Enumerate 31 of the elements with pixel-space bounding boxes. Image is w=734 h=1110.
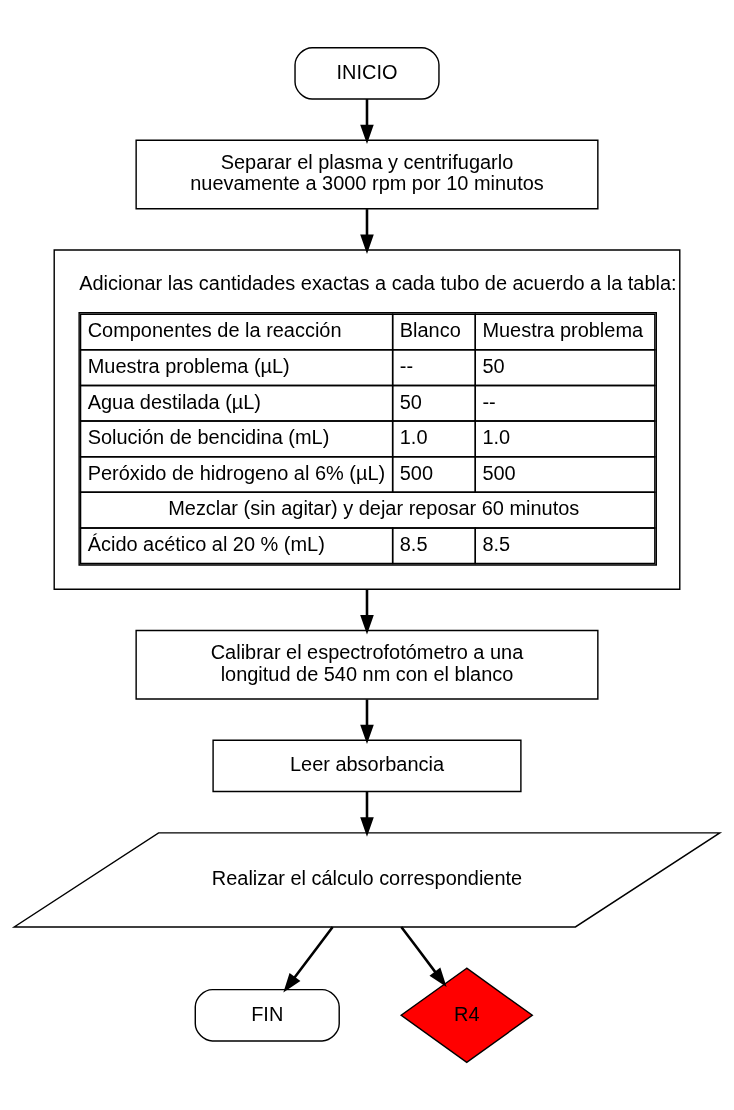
arrow <box>400 926 447 988</box>
label: 500 <box>399 461 434 484</box>
node-box: Calibrar el espectrofotómetro a una longitud de 540 nm con el blanco <box>135 629 599 700</box>
label: Peróxido de hidrogeno al 6% (µL) <box>87 461 386 484</box>
label: Componentes de la reacción <box>87 319 342 342</box>
label: 50 <box>482 354 505 377</box>
label: -- <box>399 354 414 377</box>
arrow <box>283 926 334 993</box>
arrow <box>360 209 374 254</box>
node-box: Leer absorbancia <box>212 739 522 793</box>
arrow <box>360 99 374 145</box>
label: 8.5 <box>482 533 511 556</box>
label: Blanco <box>399 319 461 342</box>
label: 1.0 <box>399 426 428 449</box>
arrow <box>360 589 374 635</box>
node-box: FIN <box>194 988 340 1042</box>
label: Agua destilada (µL) <box>87 390 262 413</box>
label: 500 <box>482 461 516 484</box>
arrow <box>360 699 374 745</box>
label: 1.0 <box>482 426 511 449</box>
node-box: Separar el plasma y centrifugarlo nuevamente a 3000 rpm por 10 minutos <box>135 139 599 210</box>
label: Solución de bencidina (mL) <box>87 426 330 449</box>
label: Mezclar (sin agitar) y dejar reposar 60 minutos <box>168 497 580 520</box>
label: Muestra problema (µL) <box>87 354 290 377</box>
arrow <box>360 792 374 837</box>
label: Muestra problema <box>482 319 644 342</box>
label: 8.5 <box>399 533 428 556</box>
label: Ácido acético al 20 % (mL) <box>87 533 325 556</box>
label: 50 <box>399 390 422 413</box>
label: -- <box>482 390 496 413</box>
node-box: INICIO <box>294 47 440 100</box>
